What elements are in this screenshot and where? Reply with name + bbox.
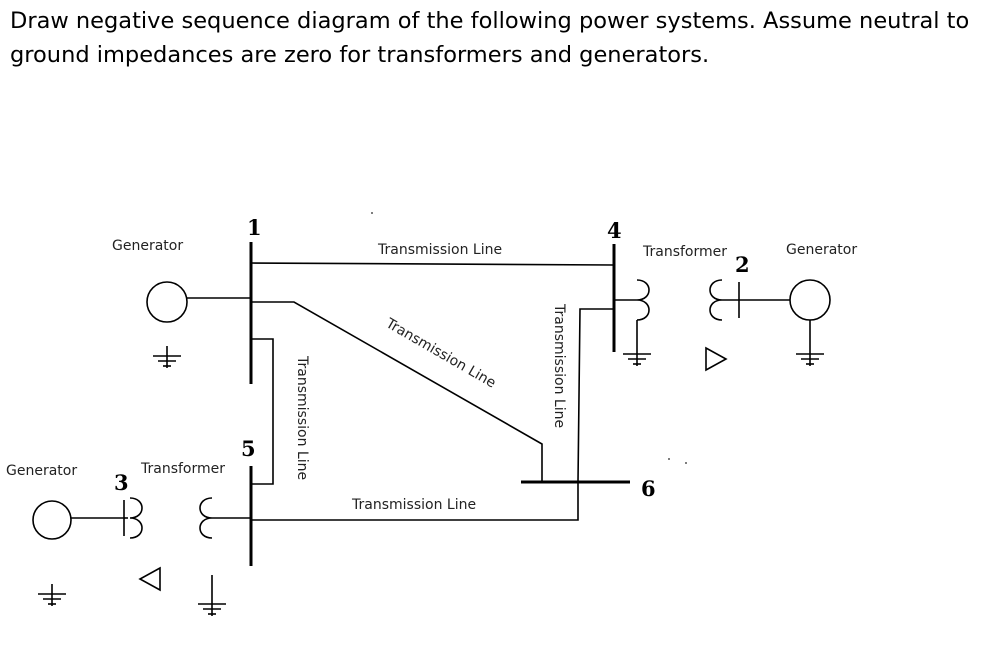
bus-3-number: 3 <box>114 470 129 495</box>
generator-3-icon <box>32 500 72 540</box>
transformer-left-label: Transformer <box>140 461 225 477</box>
tl-vert-left-label: Transmission Line <box>294 355 310 480</box>
bus-2-number: 2 <box>735 252 750 277</box>
tl-top-line <box>250 262 615 266</box>
generator-3-label: Generator <box>6 463 77 479</box>
generator-1-icon <box>146 281 188 323</box>
stray-dot <box>685 462 687 464</box>
tl-vert-left-line <box>251 338 274 485</box>
transformer-left-ground-icon <box>197 593 227 617</box>
transformer-left-secondary-winding <box>199 497 213 539</box>
stray-dot <box>668 458 670 460</box>
generator-2-ground-icon <box>795 343 825 367</box>
tl-top-label: Transmission Line <box>377 242 502 258</box>
transformer-right-primary-winding <box>636 279 650 321</box>
bus-6-number: 6 <box>641 476 656 501</box>
generator-2-label: Generator <box>786 242 857 258</box>
tl-bottom-line <box>251 482 579 521</box>
bus-4-number: 4 <box>607 218 622 243</box>
transformer-left-primary-winding <box>129 497 143 539</box>
question-text: Draw negative sequence diagram of the fo… <box>10 4 975 72</box>
generator-2-icon <box>789 279 831 321</box>
tl-bottom-label: Transmission Line <box>351 497 476 513</box>
tl-diag-label: Transmission Line <box>382 315 498 391</box>
transformer-right-delta-icon <box>705 346 728 372</box>
transformer-right-label: Transformer <box>642 244 727 260</box>
question-line-1: Draw negative sequence diagram of the fo… <box>10 8 970 34</box>
tl-vert-right-label: Transmission Line <box>551 303 567 428</box>
tl-vert-right-line <box>577 308 614 483</box>
generator-1-label: Generator <box>112 238 183 254</box>
transformer-right-secondary-winding <box>709 279 723 321</box>
bus-1-number: 1 <box>247 215 262 240</box>
transformer-right-ground-icon <box>622 343 652 367</box>
stray-dot <box>371 212 373 214</box>
bus-5-number: 5 <box>241 436 256 461</box>
question-line-2: ground impedances are zero for transform… <box>10 42 710 68</box>
transformer-left-delta-icon <box>138 566 161 592</box>
generator-3-ground-icon <box>37 583 67 607</box>
tl-diag-line <box>251 301 543 482</box>
generator-1-ground-icon <box>152 345 182 369</box>
